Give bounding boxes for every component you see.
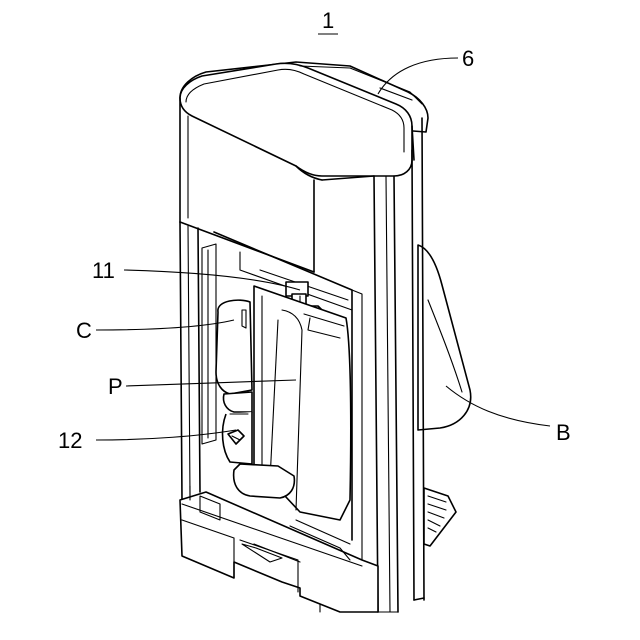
base (180, 486, 398, 612)
label-11: 11 (92, 258, 115, 283)
label-6: 6 (462, 46, 474, 71)
leader-12 (96, 430, 236, 440)
label-b: B (556, 420, 571, 445)
label-p: P (108, 374, 123, 399)
top-cover (180, 62, 428, 176)
label-c: C (76, 318, 92, 343)
bottle-b (418, 245, 471, 430)
label-main-ref: 1 (322, 8, 334, 33)
left-pillar (180, 222, 216, 500)
drip-grate (414, 488, 456, 600)
leader-11 (124, 270, 300, 290)
leader-c (96, 320, 234, 330)
label-12: 12 (58, 428, 82, 453)
